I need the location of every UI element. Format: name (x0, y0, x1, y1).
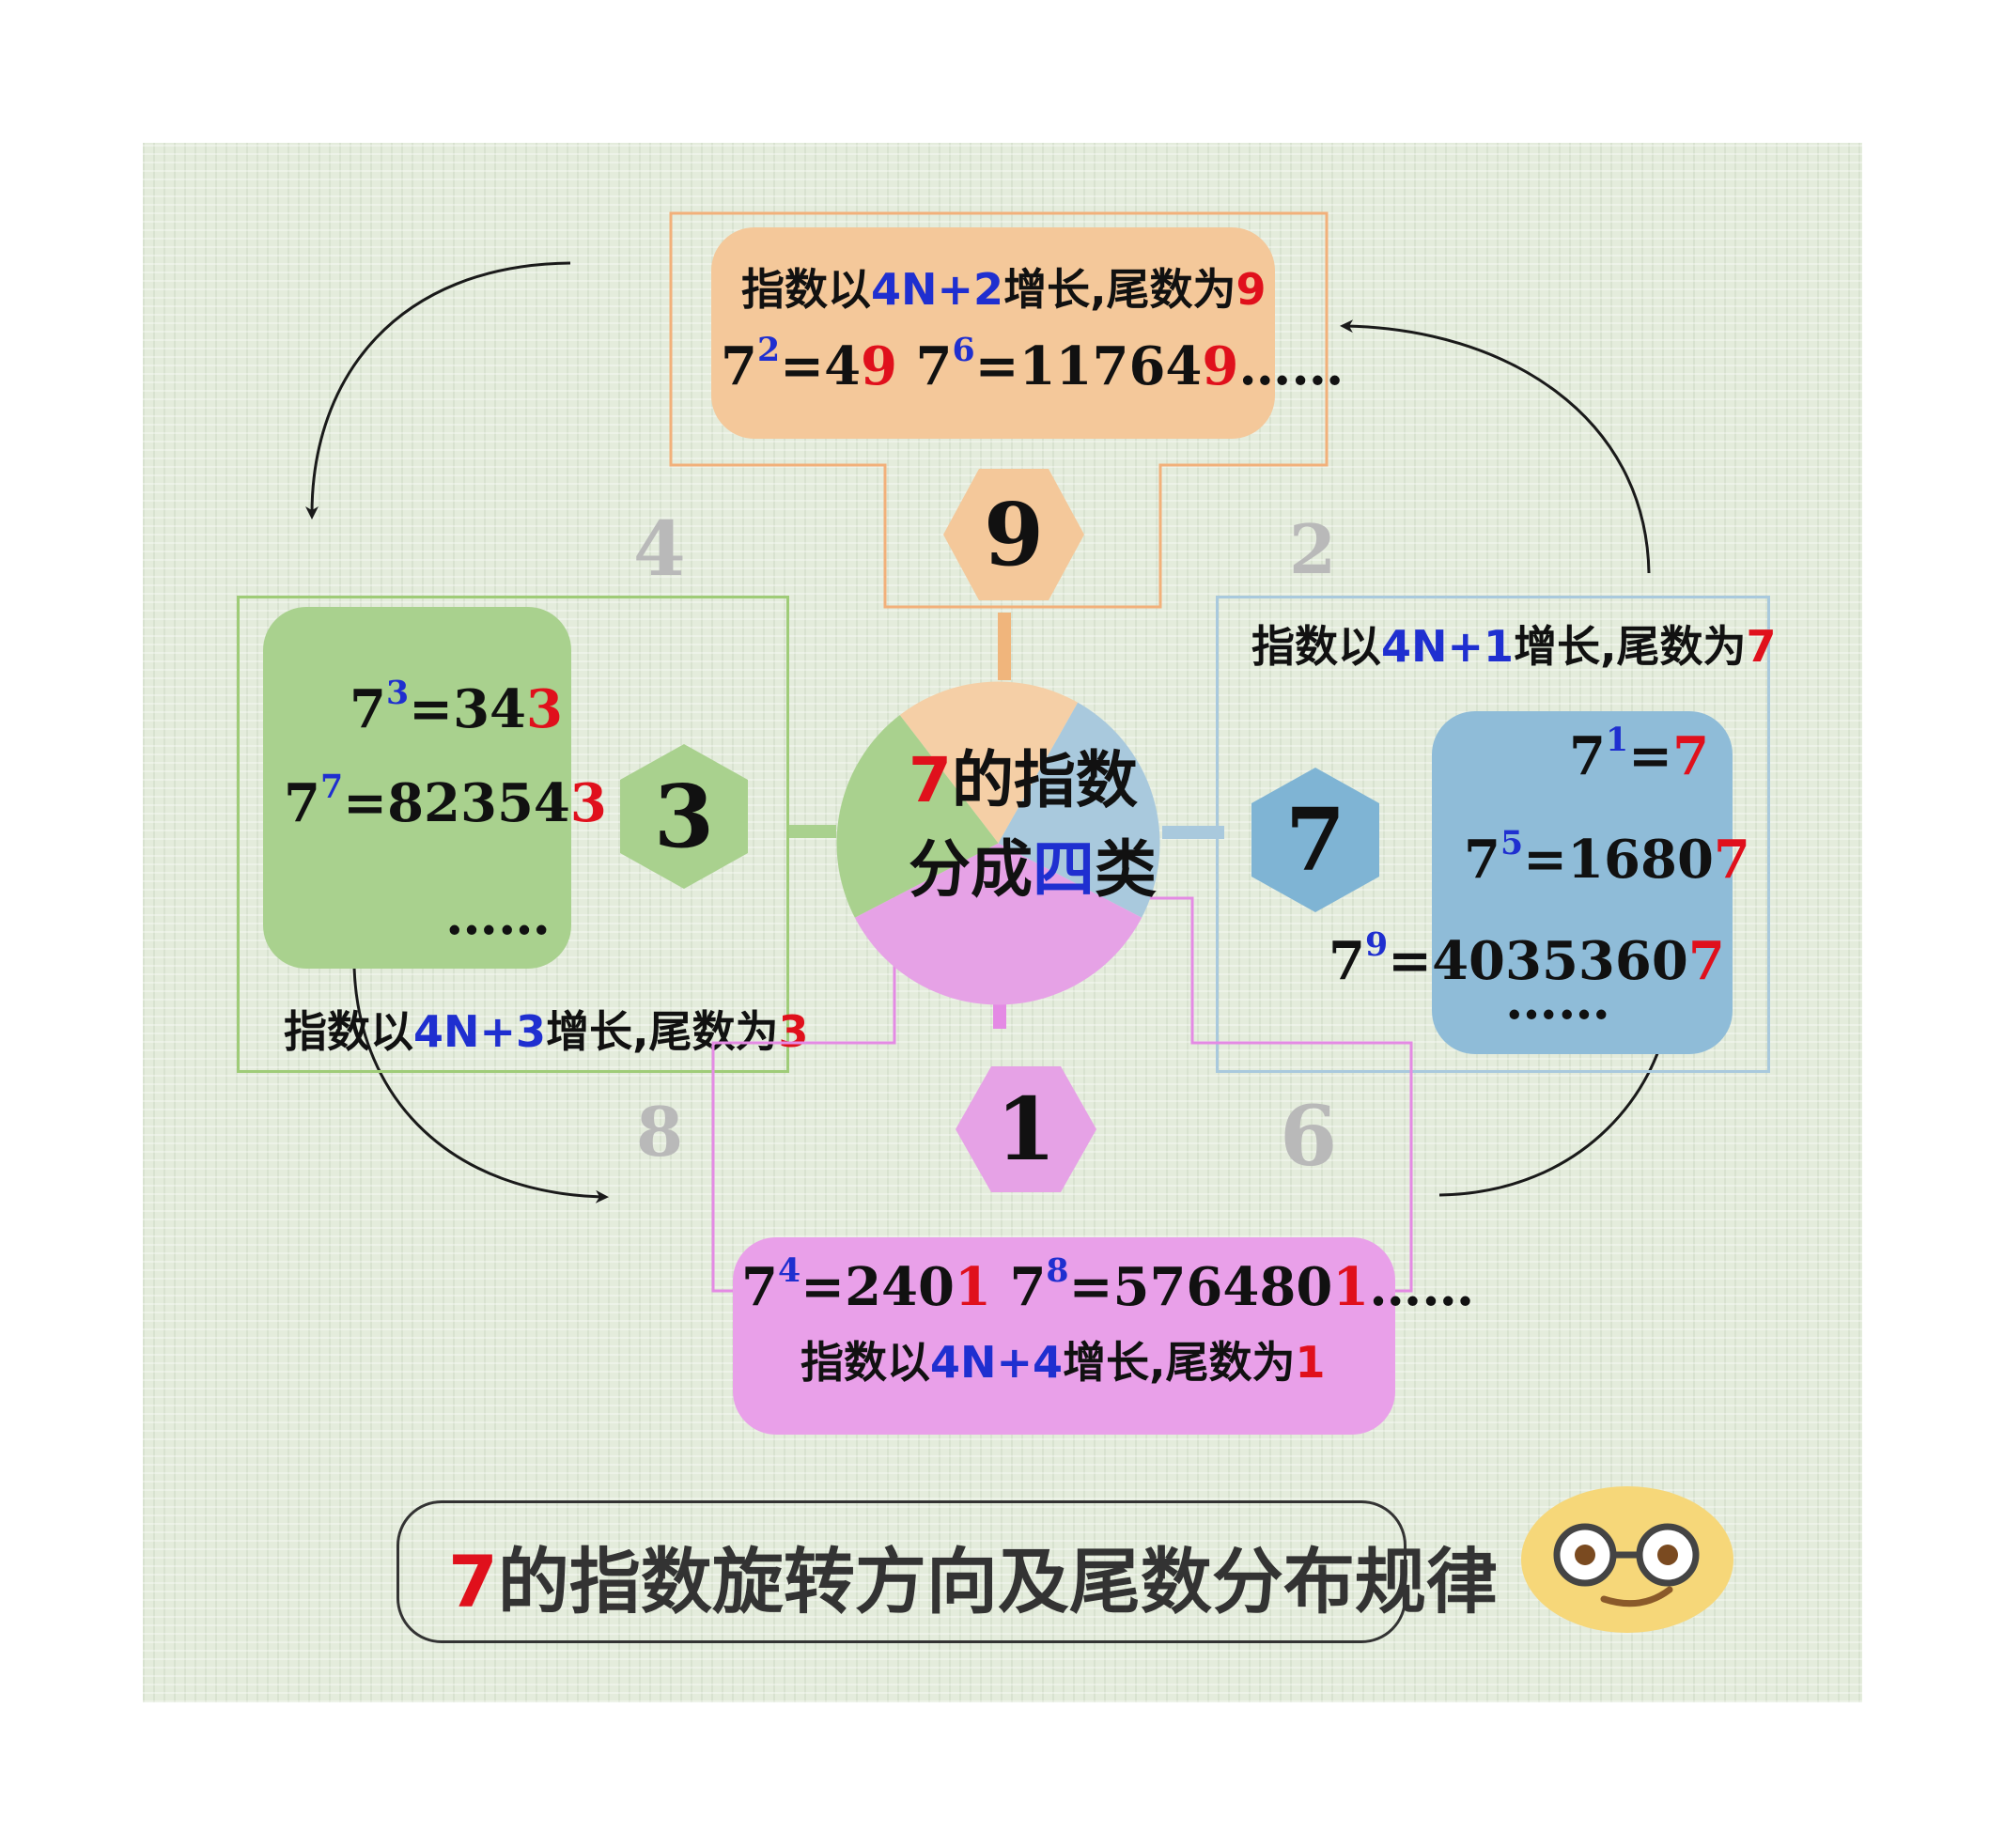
title-box (396, 1500, 1407, 1643)
right-pill (1432, 711, 1733, 1054)
page-title: 7的指数旋转方向及尾数分布规律 (448, 1540, 1498, 1623)
left-hexagon: 3 (620, 744, 748, 889)
top-hexagon-digit: 9 (983, 484, 1044, 585)
sector-number-2: 2 (1289, 509, 1337, 589)
bottom-equations: 74=2401 78=5764801…… (741, 1251, 1475, 1318)
connector-right (1162, 826, 1224, 839)
sector-number-4: 4 (633, 505, 686, 593)
right-eq-3: 79=40353607 (1329, 925, 1725, 992)
smiley-glasses-icon (1521, 1486, 1733, 1633)
top-frame (669, 211, 1329, 609)
left-frame (237, 596, 789, 1073)
left-eq-2: 77=823543 (284, 768, 607, 834)
right-ellipsis: …… (1505, 970, 1610, 1032)
top-pill (711, 227, 1275, 439)
center-label-line1: 7的指数 (909, 744, 1138, 816)
right-hexagon: 7 (1251, 768, 1379, 912)
right-rule: 指数以4N+1增长,尾数为7 (1251, 621, 1777, 672)
right-eq-1: 71=7 (1569, 721, 1710, 787)
diagram-canvas: 指数以4N+2增长,尾数为9 72=49 76=117649…… 9 73=34… (143, 143, 1862, 1702)
left-ellipsis: …… (445, 885, 551, 947)
bottom-hexagon: 1 (956, 1066, 1096, 1192)
left-rule: 指数以4N+3增长,尾数为3 (284, 1006, 809, 1057)
sector-number-6: 6 (1280, 1087, 1338, 1185)
top-rule: 指数以4N+2增长,尾数为9 (741, 264, 1267, 315)
bottom-hexagon-digit: 1 (995, 1079, 1056, 1180)
arrow-top-to-left (305, 261, 571, 520)
right-eq-2: 75=16807 (1464, 824, 1750, 891)
arrow-left-to-bottom (352, 967, 609, 1204)
center-label-line2: 分成四类 (909, 833, 1157, 906)
center-circle (836, 681, 1160, 1005)
connector-top (998, 613, 1011, 680)
right-hexagon-digit: 7 (1284, 789, 1345, 891)
bottom-pill (733, 1237, 1395, 1435)
right-frame (1216, 596, 1770, 1073)
left-eq-1: 73=343 (350, 674, 563, 740)
left-pill (263, 607, 571, 969)
top-equations: 72=49 76=117649…… (721, 331, 1344, 397)
left-hexagon-digit: 3 (653, 766, 714, 867)
bottom-rule: 指数以4N+4增长,尾数为1 (800, 1337, 1326, 1388)
top-hexagon: 9 (943, 469, 1084, 600)
sector-number-8: 8 (636, 1092, 684, 1172)
connector-left (789, 825, 836, 838)
arrow-right-to-top (1340, 319, 1651, 574)
